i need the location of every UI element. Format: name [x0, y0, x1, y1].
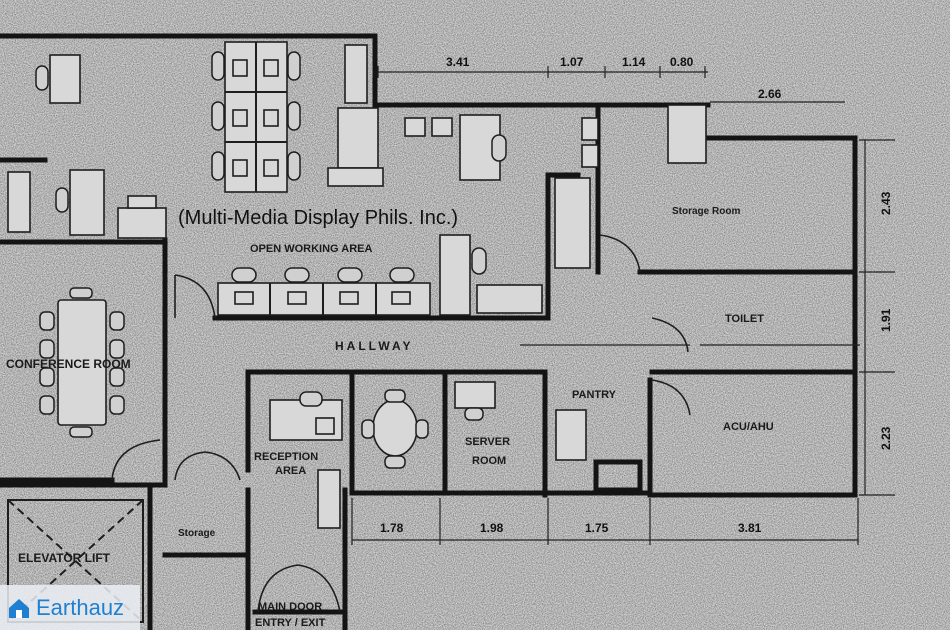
doors	[111, 234, 691, 613]
dim-bottom-1: 1.78	[380, 521, 404, 535]
dim-top-5: 2.66	[758, 87, 782, 101]
room-label-main-door-line2: ENTRY / EXIT	[255, 617, 326, 629]
room-label-acu-ahu: ACU/AHU	[723, 421, 774, 433]
room-label-main-door-line1: MAIN DOOR	[258, 601, 322, 613]
dim-top-1: 3.41	[446, 55, 470, 69]
dim-right-3: 2.23	[879, 426, 893, 450]
room-label-toilet: TOILET	[725, 313, 764, 325]
dim-top-4: 0.80	[670, 55, 694, 69]
dim-bottom-3: 1.75	[585, 521, 609, 535]
house-logo-icon	[9, 598, 29, 618]
dim-bottom-4: 3.81	[738, 521, 762, 535]
dim-top-2: 1.07	[560, 55, 584, 69]
dim-right-1: 2.43	[879, 191, 893, 215]
room-label-reception-line2: AREA	[275, 465, 306, 477]
room-label-reception-line1: RECEPTION	[254, 451, 318, 463]
earthauz-watermark: Earthauz	[0, 585, 140, 630]
room-label-hallway: HALLWAY	[335, 339, 414, 353]
room-label-pantry: PANTRY	[572, 389, 617, 401]
watermark-brand-text: Earthauz	[36, 594, 125, 620]
room-label-server-line1: SERVER	[465, 436, 510, 448]
dim-right-2: 1.91	[879, 308, 893, 332]
room-label-open-working-area: OPEN WORKING AREA	[250, 243, 372, 255]
dim-top-3: 1.14	[622, 55, 646, 69]
room-label-elevator: ELEVATOR LIFT	[18, 551, 111, 565]
dimension-lines	[351, 66, 895, 545]
company-name: (Multi-Media Display Phils. Inc.)	[178, 207, 458, 229]
room-label-conference-room: CONFERENCE ROOM	[6, 357, 131, 371]
room-label-storage: Storage	[178, 528, 216, 539]
room-label-server-line2: ROOM	[472, 455, 506, 467]
walls	[0, 33, 858, 630]
furniture	[7, 41, 707, 529]
dim-bottom-2: 1.98	[480, 521, 504, 535]
room-label-storage-room: Storage Room	[672, 206, 740, 217]
